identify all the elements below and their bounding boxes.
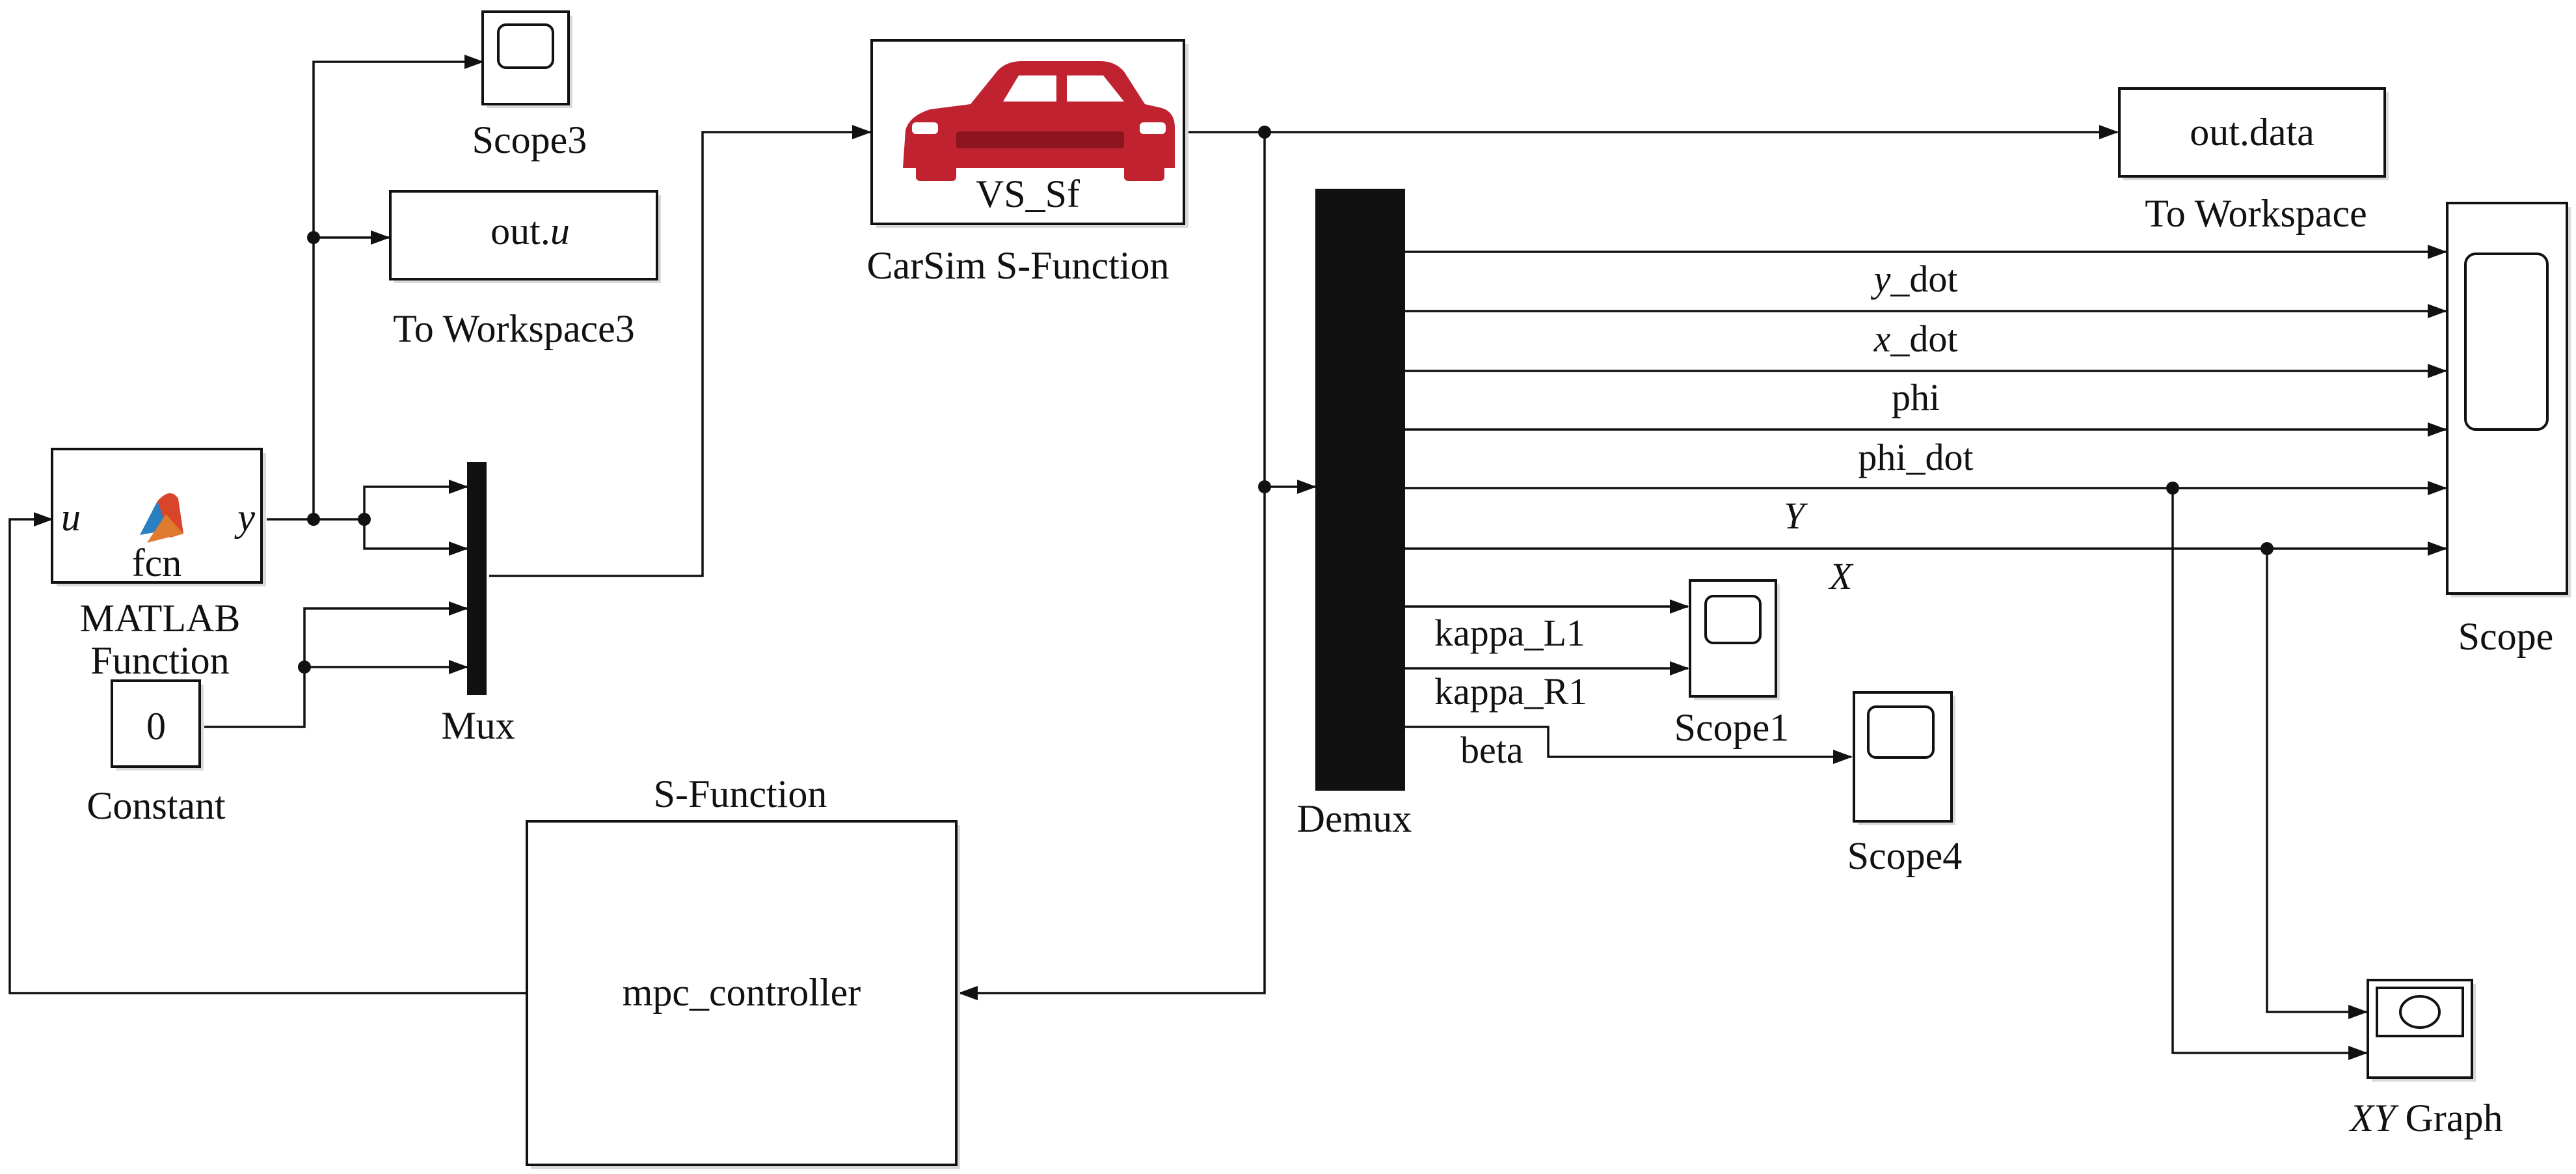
scope-block[interactable] bbox=[2446, 202, 2571, 597]
matlab-function-label-line1: MATLAB bbox=[80, 597, 241, 640]
matlab-function-block[interactable]: u y fcn bbox=[51, 448, 266, 586]
wire-mpc-to-fcn bbox=[8, 512, 527, 994]
carsim-value: VS_Sf bbox=[976, 172, 1080, 215]
mux-block[interactable] bbox=[467, 462, 487, 695]
xy-graph-circle-icon bbox=[2399, 995, 2441, 1029]
to-workspace-label: To Workspace bbox=[2145, 192, 2367, 235]
scope-screen-icon bbox=[2464, 253, 2549, 431]
out-data-value: out.data bbox=[2190, 111, 2314, 154]
wire-mux-to-carsim bbox=[489, 125, 872, 577]
junction-dot bbox=[298, 661, 311, 674]
demux-block[interactable] bbox=[1315, 189, 1405, 791]
xy-graph-label: XY Graph bbox=[2349, 1097, 2503, 1140]
signal-label-beta: beta bbox=[1460, 729, 1523, 771]
junction-dot bbox=[2166, 482, 2179, 495]
xy-graph-block[interactable] bbox=[2367, 979, 2476, 1082]
carsim-label: CarSim S-Function bbox=[866, 244, 1169, 287]
fcn-output-port-label: y bbox=[234, 496, 255, 539]
scope4-block[interactable] bbox=[1853, 691, 1955, 825]
signal-label-Y: Y bbox=[1784, 495, 1808, 537]
scope3-block[interactable] bbox=[481, 10, 572, 108]
signal-label-X: X bbox=[1828, 555, 1854, 597]
wire-to-mpc bbox=[958, 132, 1266, 1000]
scope1-block[interactable] bbox=[1689, 579, 1780, 700]
signal-label-phi: phi bbox=[1892, 376, 1940, 418]
wire-beta bbox=[1405, 726, 1853, 764]
mpc-controller-block[interactable]: mpc_controller bbox=[526, 820, 960, 1169]
junction-dot bbox=[2261, 542, 2274, 555]
demux-label: Demux bbox=[1297, 797, 1412, 840]
scope-screen-icon bbox=[497, 23, 554, 69]
mpc-controller-value: mpc_controller bbox=[623, 971, 861, 1014]
to-workspace3-block[interactable]: out.u bbox=[389, 190, 661, 283]
scope3-label: Scope3 bbox=[472, 118, 587, 161]
matlab-logo-icon bbox=[140, 493, 183, 543]
wire-to-scope3 bbox=[312, 55, 484, 519]
scope-screen-icon bbox=[1867, 705, 1935, 759]
car-icon bbox=[903, 61, 1175, 181]
wire-xy-in1 bbox=[2266, 549, 2368, 1019]
wire-mux-in4 bbox=[204, 660, 468, 728]
signal-label-kappa-R1: kappa_R1 bbox=[1434, 670, 1587, 713]
signal-label-x-dot: x_dot bbox=[1873, 318, 1958, 360]
branch-points bbox=[298, 126, 2274, 674]
matlab-function-label-line2: Function bbox=[90, 639, 229, 682]
constant-value: 0 bbox=[146, 705, 166, 748]
to-workspace3-value: out.u bbox=[490, 210, 570, 253]
signal-label-kappa-L1: kappa_L1 bbox=[1434, 612, 1585, 654]
carsim-sfunction-block[interactable]: VS_Sf bbox=[870, 39, 1188, 228]
wire-mux-in3 bbox=[303, 601, 468, 667]
mux-label: Mux bbox=[441, 704, 515, 747]
signal-label-y-dot: y_dot bbox=[1871, 258, 1958, 300]
fcn-input-port-label: u bbox=[61, 496, 81, 539]
junction-dot bbox=[1258, 480, 1271, 493]
junction-dot bbox=[307, 513, 320, 526]
junction-dot bbox=[1258, 126, 1271, 139]
signal-label-phi-dot: phi_dot bbox=[1858, 436, 1973, 478]
to-workspace3-label: To Workspace3 bbox=[393, 307, 634, 350]
scope4-label: Scope4 bbox=[1847, 834, 1963, 877]
to-workspace-block[interactable]: out.data bbox=[2118, 87, 2389, 180]
wire-xy-in2 bbox=[2171, 488, 2368, 1060]
fcn-value: fcn bbox=[132, 541, 182, 584]
scope-screen-icon bbox=[1704, 595, 1762, 644]
scope-label: Scope bbox=[2458, 615, 2554, 658]
constant-block[interactable]: 0 bbox=[111, 679, 204, 771]
signal-lines bbox=[8, 55, 2447, 1060]
wire-mux-in1 bbox=[363, 480, 468, 519]
scope1-label: Scope1 bbox=[1674, 706, 1790, 749]
junction-dot bbox=[358, 513, 371, 526]
wire-mux-in2 bbox=[363, 519, 468, 556]
junction-dot bbox=[307, 231, 320, 244]
s-function-label: S-Function bbox=[654, 772, 827, 815]
constant-label: Constant bbox=[87, 784, 226, 827]
